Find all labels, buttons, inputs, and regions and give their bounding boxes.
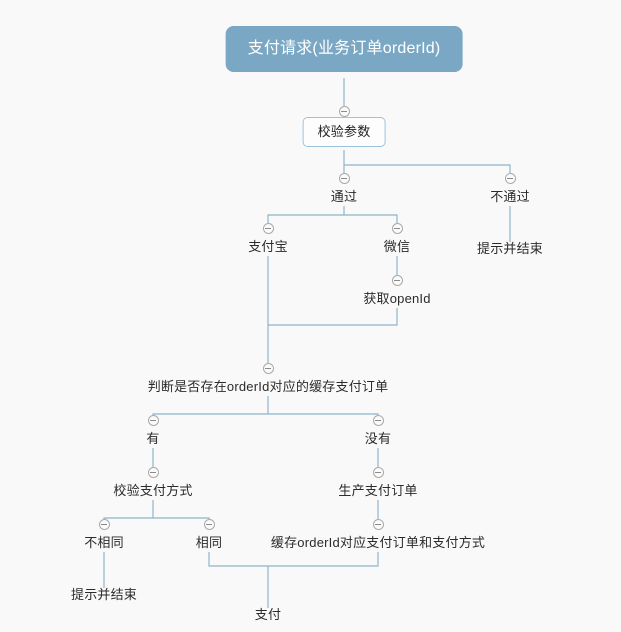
collapse-toggle-genorder-icon[interactable] xyxy=(372,466,384,478)
node-validate[interactable]: 校验参数 xyxy=(302,117,386,147)
node-failend[interactable]: 提示并结束 xyxy=(476,241,544,256)
collapse-toggle-cacheorder-icon[interactable] xyxy=(372,518,384,530)
collapse-toggle-alipay-icon[interactable] xyxy=(262,222,274,234)
node-pass[interactable]: 通过 xyxy=(330,189,358,204)
node-pay[interactable]: 支付 xyxy=(254,607,282,622)
connector-checkcache-to-hasnot xyxy=(268,413,379,415)
connector-pass-to-alipay xyxy=(267,214,344,223)
node-alipay[interactable]: 支付宝 xyxy=(248,239,288,254)
collapse-toggle-hasnot-icon[interactable] xyxy=(372,414,384,426)
connector-pass-to-branch xyxy=(343,206,398,223)
node-notsame[interactable]: 不相同 xyxy=(84,535,124,550)
collapse-toggle-notsame-icon[interactable] xyxy=(98,518,110,530)
node-checkcache[interactable]: 判断是否存在orderId对应的缓存支付订单 xyxy=(147,379,389,394)
node-cacheorder[interactable]: 缓存orderId对应支付订单和支付方式 xyxy=(270,535,486,550)
collapse-toggle-checkcache-icon[interactable] xyxy=(262,362,274,374)
node-root[interactable]: 支付请求(业务订单orderId) xyxy=(225,26,463,72)
node-checkpay[interactable]: 校验支付方式 xyxy=(113,483,193,498)
node-wechat[interactable]: 微信 xyxy=(383,239,411,254)
node-openid[interactable]: 获取openId xyxy=(363,291,431,306)
collapse-toggle-same-icon[interactable] xyxy=(203,518,215,530)
node-genorder[interactable]: 生产支付订单 xyxy=(338,483,418,498)
connector-checkcache-to-has xyxy=(152,396,269,415)
connector-validate-to-pass-fail xyxy=(343,150,511,173)
collapse-toggle-openid-icon[interactable] xyxy=(391,274,403,286)
collapse-toggle-validate-icon[interactable] xyxy=(338,105,350,117)
connector-openid-to-merge xyxy=(268,308,398,326)
node-has[interactable]: 有 xyxy=(146,431,160,446)
collapse-toggle-pass-icon[interactable] xyxy=(338,172,350,184)
connector-checkpay-to-same xyxy=(153,517,210,519)
node-fail[interactable]: 不通过 xyxy=(490,189,530,204)
node-same[interactable]: 相同 xyxy=(195,535,223,550)
collapse-toggle-fail-icon[interactable] xyxy=(504,172,516,184)
node-notsameend[interactable]: 提示并结束 xyxy=(70,587,138,602)
connector-checkpay-to-notsame xyxy=(103,500,154,519)
connector-same-to-pay xyxy=(208,552,379,567)
collapse-toggle-wechat-icon[interactable] xyxy=(391,222,403,234)
node-hasnot[interactable]: 没有 xyxy=(364,431,392,446)
collapse-toggle-has-icon[interactable] xyxy=(147,414,159,426)
collapse-toggle-checkpay-icon[interactable] xyxy=(147,466,159,478)
